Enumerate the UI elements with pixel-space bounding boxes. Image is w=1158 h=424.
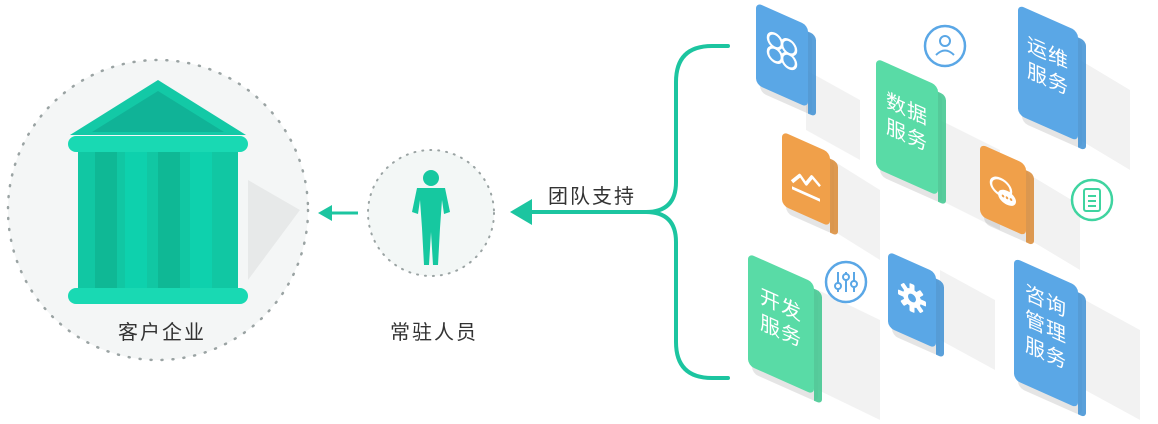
grid-card	[756, 2, 816, 118]
receipt-icon	[1070, 178, 1114, 222]
gear-card	[888, 251, 944, 359]
chat-icon	[989, 176, 1016, 206]
card-shadows	[806, 60, 1140, 420]
arrow-to-client	[318, 205, 358, 221]
client-label: 客户企业	[118, 320, 206, 344]
gear-icon	[898, 283, 926, 313]
chart-card	[782, 131, 838, 237]
chat-card	[980, 143, 1034, 246]
grid-icon	[766, 31, 798, 71]
chart-icon	[790, 173, 821, 202]
person-silhouette-icon	[412, 170, 450, 265]
user-icon	[923, 24, 967, 68]
arrow-to-staff	[510, 199, 532, 225]
support-bracket	[528, 44, 730, 380]
staff-label: 常驻人员	[390, 320, 478, 344]
sliders-icon	[824, 260, 868, 304]
bank-building-icon	[68, 80, 300, 304]
support-label: 团队支持	[548, 184, 636, 208]
